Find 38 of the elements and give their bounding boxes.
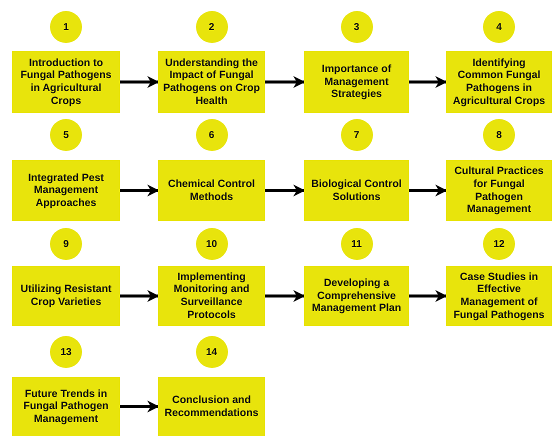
arrow: [120, 290, 160, 302]
step-number-circle: 6: [196, 119, 228, 151]
step-number-circle: 1: [50, 11, 82, 43]
step-number-circle: 10: [196, 228, 228, 260]
arrow: [409, 76, 448, 88]
arrow: [265, 76, 306, 88]
arrow: [265, 290, 306, 302]
step-box: Conclusion and Recommendations: [158, 377, 265, 436]
step-box: Importance of Management Strategies: [304, 51, 409, 113]
step-number-circle: 5: [50, 119, 82, 151]
step-box: Cultural Practices for Fungal Pathogen Management: [446, 160, 552, 221]
step-box: Case Studies in Effective Management of Fungal Pathogens: [446, 266, 552, 326]
arrow: [120, 76, 160, 88]
arrow: [409, 184, 448, 196]
step-number-circle: 11: [340, 228, 372, 260]
step-box: Chemical Control Methods: [158, 160, 265, 221]
arrow: [265, 184, 306, 196]
step-number-circle: 9: [50, 228, 82, 260]
step-number-circle: 13: [50, 336, 82, 368]
arrow: [409, 290, 448, 302]
arrow: [120, 184, 160, 196]
step-box: Utilizing Resistant Crop Varieties: [12, 266, 120, 326]
step-box: Identifying Common Fungal Pathogens in Agricultural Crops: [446, 51, 552, 113]
step-number-circle: 14: [196, 336, 228, 368]
step-number-circle: 4: [483, 11, 515, 43]
step-number-circle: 12: [483, 228, 515, 260]
step-box: Future Trends in Fungal Pathogen Management: [12, 377, 120, 436]
arrow: [120, 400, 160, 412]
step-box: Introduction to Fungal Pathogens in Agricultural Crops: [12, 51, 120, 113]
step-number-circle: 7: [340, 119, 372, 151]
step-box: Developing a Comprehensive Management Plan: [304, 266, 409, 326]
step-number-circle: 8: [483, 119, 515, 151]
step-box: Biological Control Solutions: [304, 160, 409, 221]
step-box: Understanding the Impact of Fungal Pathogens on Crop Health: [158, 51, 265, 113]
step-number-circle: 2: [196, 11, 228, 43]
step-box: Integrated Pest Management Approaches: [12, 160, 120, 221]
step-number-circle: 3: [340, 11, 372, 43]
step-box: Implementing Monitoring and Surveillance Protocols: [158, 266, 265, 326]
